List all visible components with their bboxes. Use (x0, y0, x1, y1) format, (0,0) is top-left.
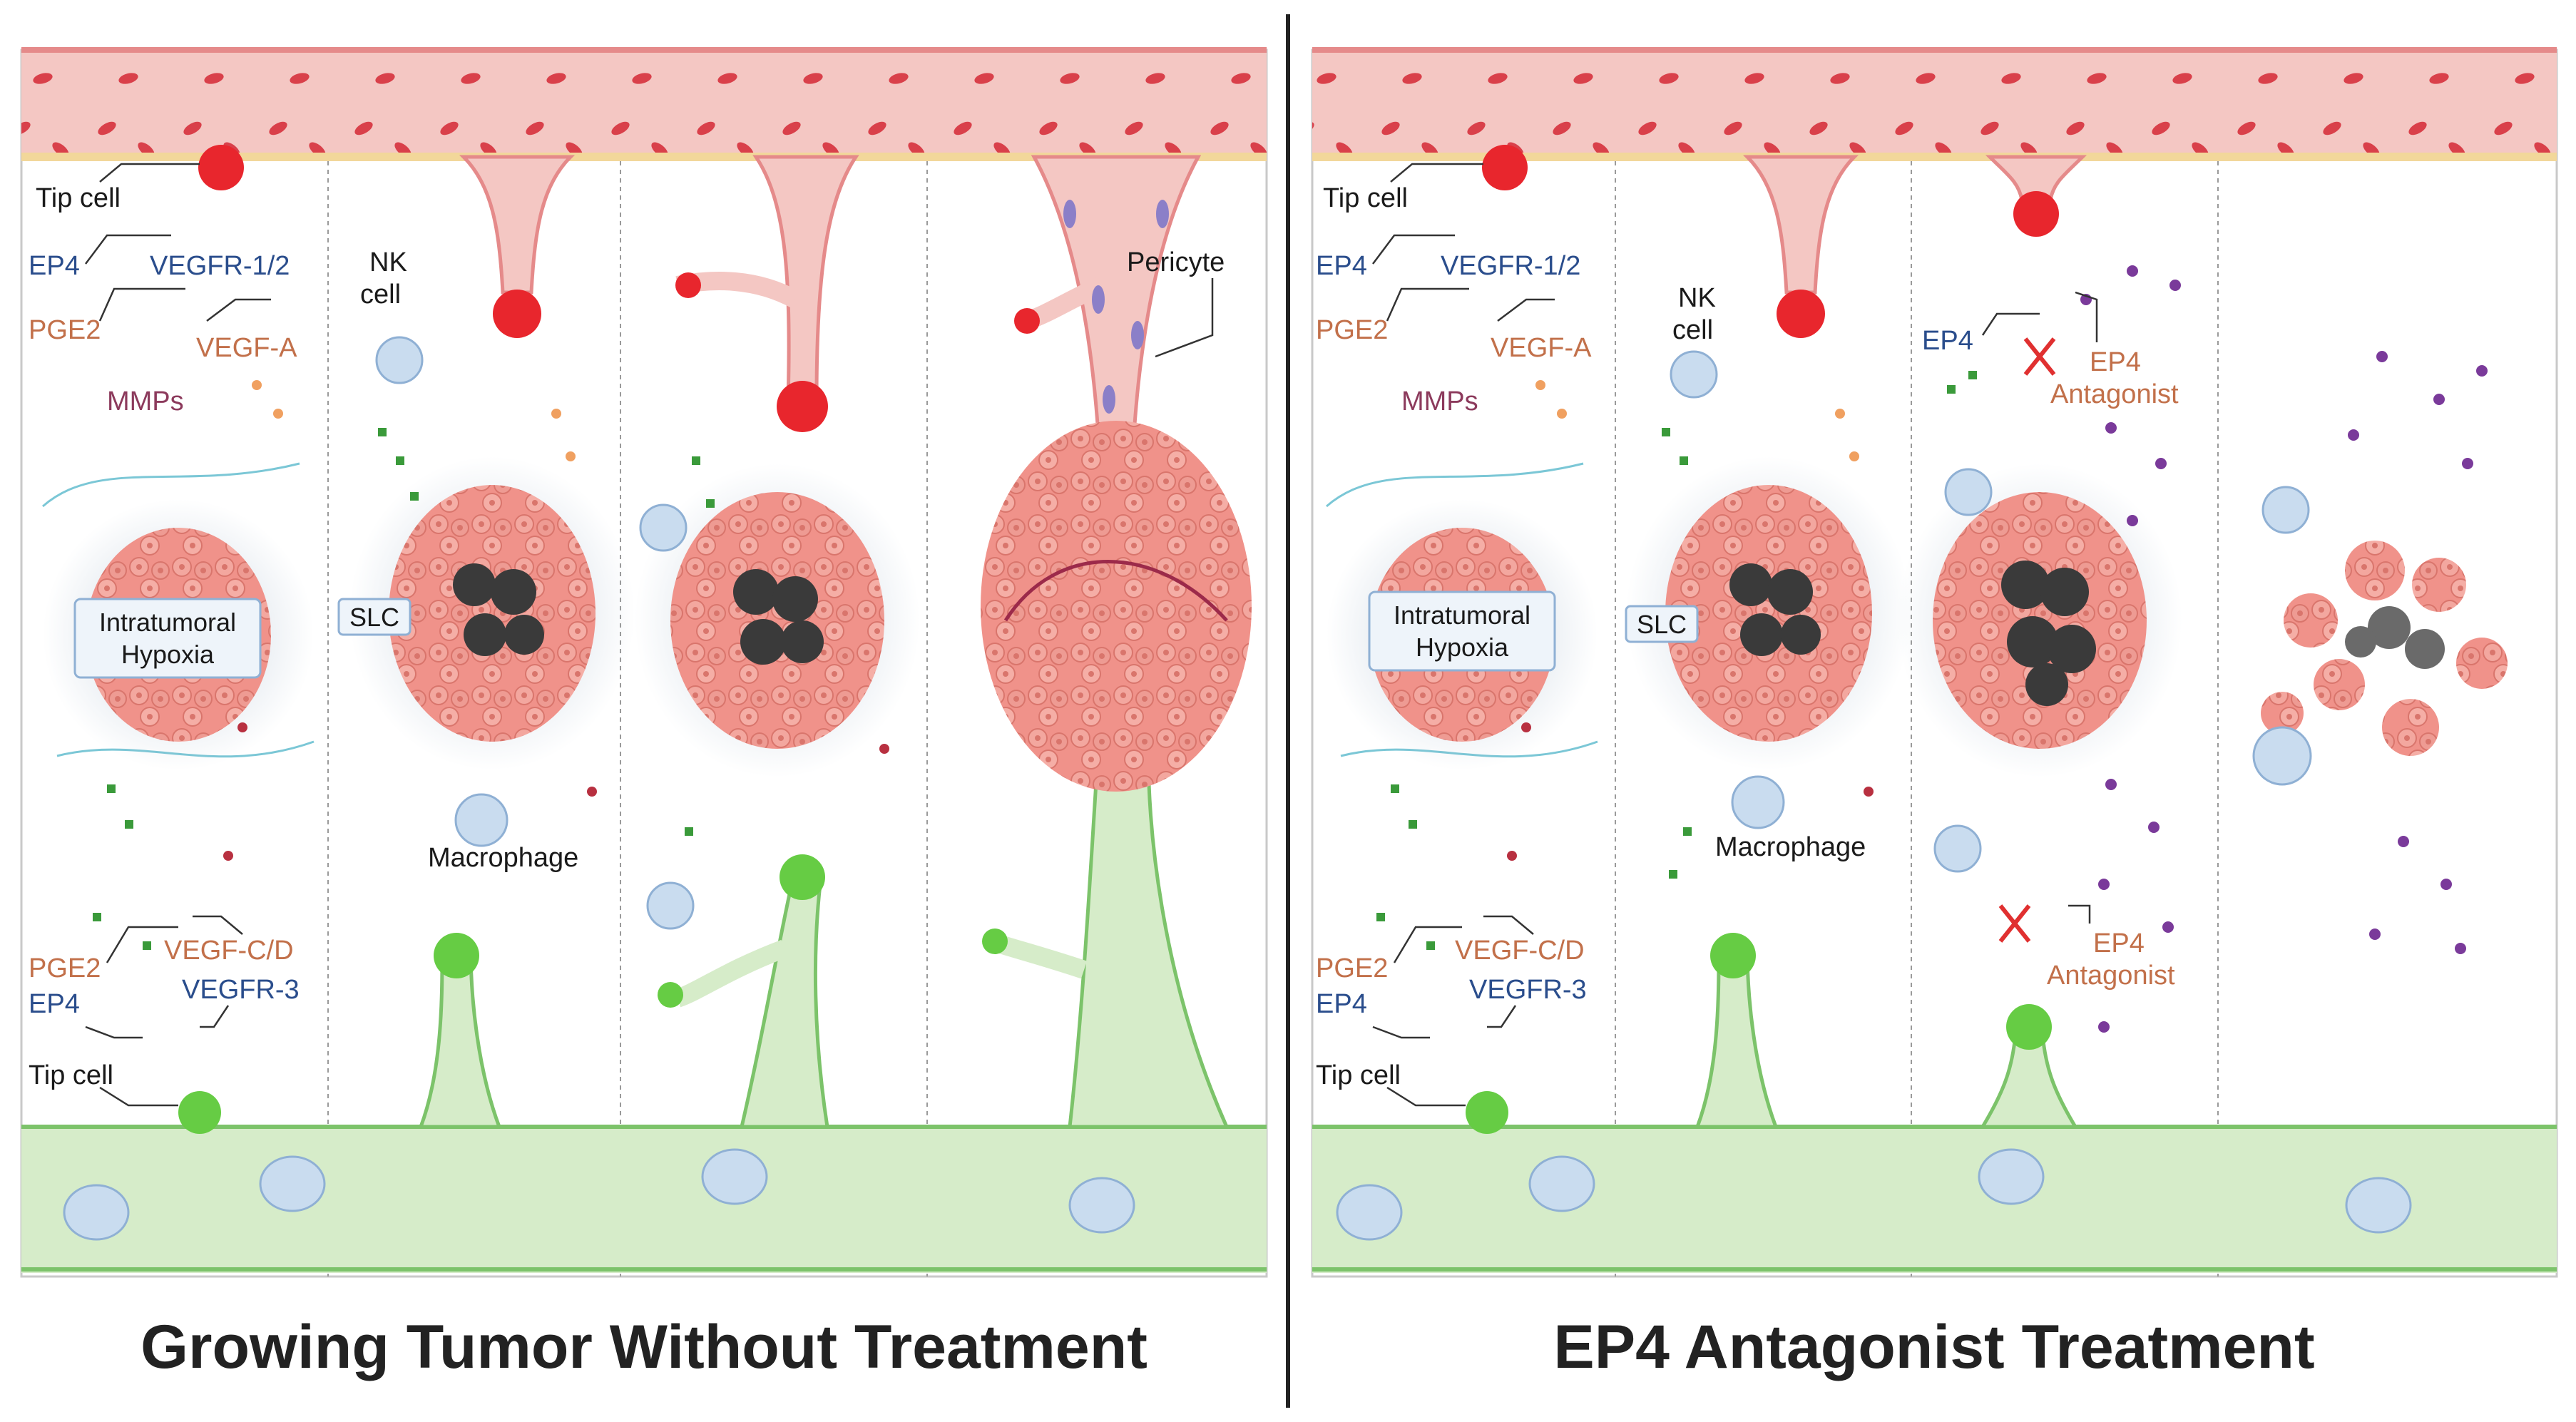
label-macrophage: Macrophage (1715, 832, 1866, 862)
blocked-marks (1998, 337, 2056, 943)
left-panel: Tip cell EP4 VEGFR-1/2 PGE2 VEGF-A MMPs … (20, 47, 1268, 1381)
immune-cells (375, 336, 695, 930)
column-dividers (327, 50, 928, 1277)
label-ep4-bottom: EP4 (29, 989, 80, 1019)
tumor-2 (1626, 456, 1911, 770)
label-tip-cell-top: Tip cell (1323, 183, 1408, 213)
label-pge2-bottom: PGE2 (29, 953, 101, 983)
vegf-molecules (1507, 380, 1874, 861)
tip-cells-lymph (1466, 933, 2052, 1134)
label-vegfa: VEGF-A (1491, 333, 1592, 363)
label-vegfa: VEGF-A (196, 333, 297, 363)
label-vegfr12: VEGFR-1/2 (1441, 251, 1580, 281)
label-vegfcd: VEGF-C/D (1455, 936, 1585, 966)
right-panel: Tip cell EP4 VEGFR-1/2 PGE2 VEGF-A MMPs … (1311, 47, 2558, 1381)
lymphatic-vessel (1312, 946, 2557, 1273)
label-pge2-bottom: PGE2 (1316, 953, 1388, 983)
hypoxia-box (1368, 590, 1556, 672)
label-slc: SLC (349, 603, 399, 632)
column-dividers (1615, 50, 2219, 1277)
vegf-molecules (223, 380, 889, 861)
label-tip-cell-bottom: Tip cell (29, 1060, 113, 1090)
tumor-3 (635, 464, 920, 777)
label-tip-cell-bottom: Tip cell (1316, 1060, 1401, 1090)
pge2-molecules (1376, 371, 1977, 950)
label-vegfr12: VEGFR-1/2 (150, 251, 290, 281)
label-mmps: MMPs (107, 387, 184, 416)
tumor-3 (1897, 464, 2182, 777)
slc-box (337, 598, 412, 636)
right-panel-title: EP4 Antagonist Treatment (1553, 1313, 2314, 1381)
tip-cells-blood (1482, 145, 2059, 338)
label-slc: SLC (1637, 610, 1687, 639)
label-mmps: MMPs (1401, 387, 1478, 416)
pge2-molecules (93, 428, 715, 950)
label-pericyte: Pericyte (1127, 247, 1225, 277)
label-vegfcd: VEGF-C/D (164, 936, 294, 966)
label-vegfr3: VEGFR-3 (182, 975, 300, 1005)
tumor-4 (981, 421, 1252, 792)
right-labels: Tip cell EP4 VEGFR-1/2 PGE2 VEGF-A MMPs … (1316, 163, 2179, 1107)
blood-vessel (21, 47, 1267, 516)
left-panel-title: Growing Tumor Without Treatment (140, 1313, 1148, 1381)
tumor-4-regressing (2261, 541, 2508, 756)
label-macrophage: Macrophage (428, 843, 578, 873)
label-vegfr3: VEGFR-3 (1469, 975, 1587, 1005)
label-pge2-top: PGE2 (1316, 315, 1388, 345)
antagonist-molecules (2080, 265, 2488, 1033)
immune-cells (1670, 350, 2312, 873)
label-ep4-top: EP4 (1316, 251, 1367, 281)
label-pge2-top: PGE2 (29, 315, 101, 345)
label-ep4-top: EP4 (29, 251, 80, 281)
label-ep4-bottom: EP4 (1316, 989, 1367, 1019)
left-labels: Tip cell EP4 VEGFR-1/2 PGE2 VEGF-A MMPs … (29, 163, 1225, 1107)
label-ep4-mid: EP4 (1922, 326, 1973, 356)
slc-box (1625, 605, 1699, 643)
label-tip-cell-top: Tip cell (36, 183, 121, 213)
tumor-2 (349, 456, 635, 770)
lymphatic-vessel (21, 747, 1267, 1273)
hypoxia-box (73, 598, 262, 679)
